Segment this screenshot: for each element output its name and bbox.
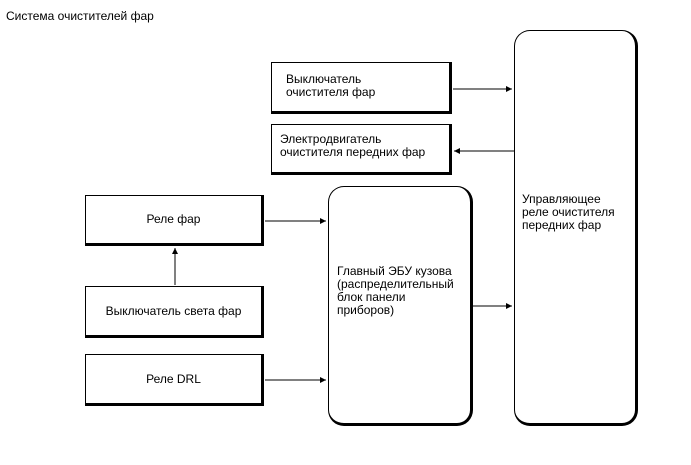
headlamp-cleaner-motor-label-2: очистителя передних фар bbox=[280, 145, 426, 159]
headlamp-cleaner-motor-label-1: Электродвигатель bbox=[280, 132, 382, 146]
main-body-ecu-label-2: (распределительный bbox=[337, 277, 454, 291]
drl-relay-box: Реле DRL bbox=[85, 354, 264, 406]
cleaner-control-relay-label-3: передних фар bbox=[522, 218, 602, 232]
headlamp-relay-label: Реле фар bbox=[146, 212, 201, 226]
headlamp-cleaner-switch-box: Выключатель очистителя фар bbox=[271, 62, 452, 114]
diagram-title: Система очистителей фар bbox=[6, 9, 154, 23]
headlamp-cleaner-switch-label-2: очистителя фар bbox=[286, 85, 376, 99]
drl-relay-label: Реле DRL bbox=[146, 371, 201, 386]
main-body-ecu-label-1: Главный ЭБУ кузова bbox=[337, 264, 452, 278]
headlamp-relay-box: Реле фар bbox=[85, 195, 264, 246]
headlamp-cleaner-motor-box: Электродвигатель очистителя передних фар bbox=[271, 124, 452, 175]
light-switch-label: Выключатель света фар bbox=[105, 303, 242, 318]
headlamp-cleaner-switch-label-1: Выключатель bbox=[286, 72, 362, 86]
main-body-ecu-label-4: приборов) bbox=[337, 303, 395, 317]
main-body-ecu-label-3: блок панели bbox=[337, 290, 406, 304]
cleaner-control-relay-label-2: реле очистителя bbox=[522, 205, 615, 219]
main-body-ecu-box: Главный ЭБУ кузова (распределительный бл… bbox=[328, 186, 473, 426]
light-switch-box: Выключатель света фар bbox=[85, 286, 264, 338]
cleaner-control-relay-label-1: Управляющее bbox=[522, 192, 601, 206]
cleaner-control-relay-box: Управляющее реле очистителя передних фар bbox=[514, 30, 638, 426]
